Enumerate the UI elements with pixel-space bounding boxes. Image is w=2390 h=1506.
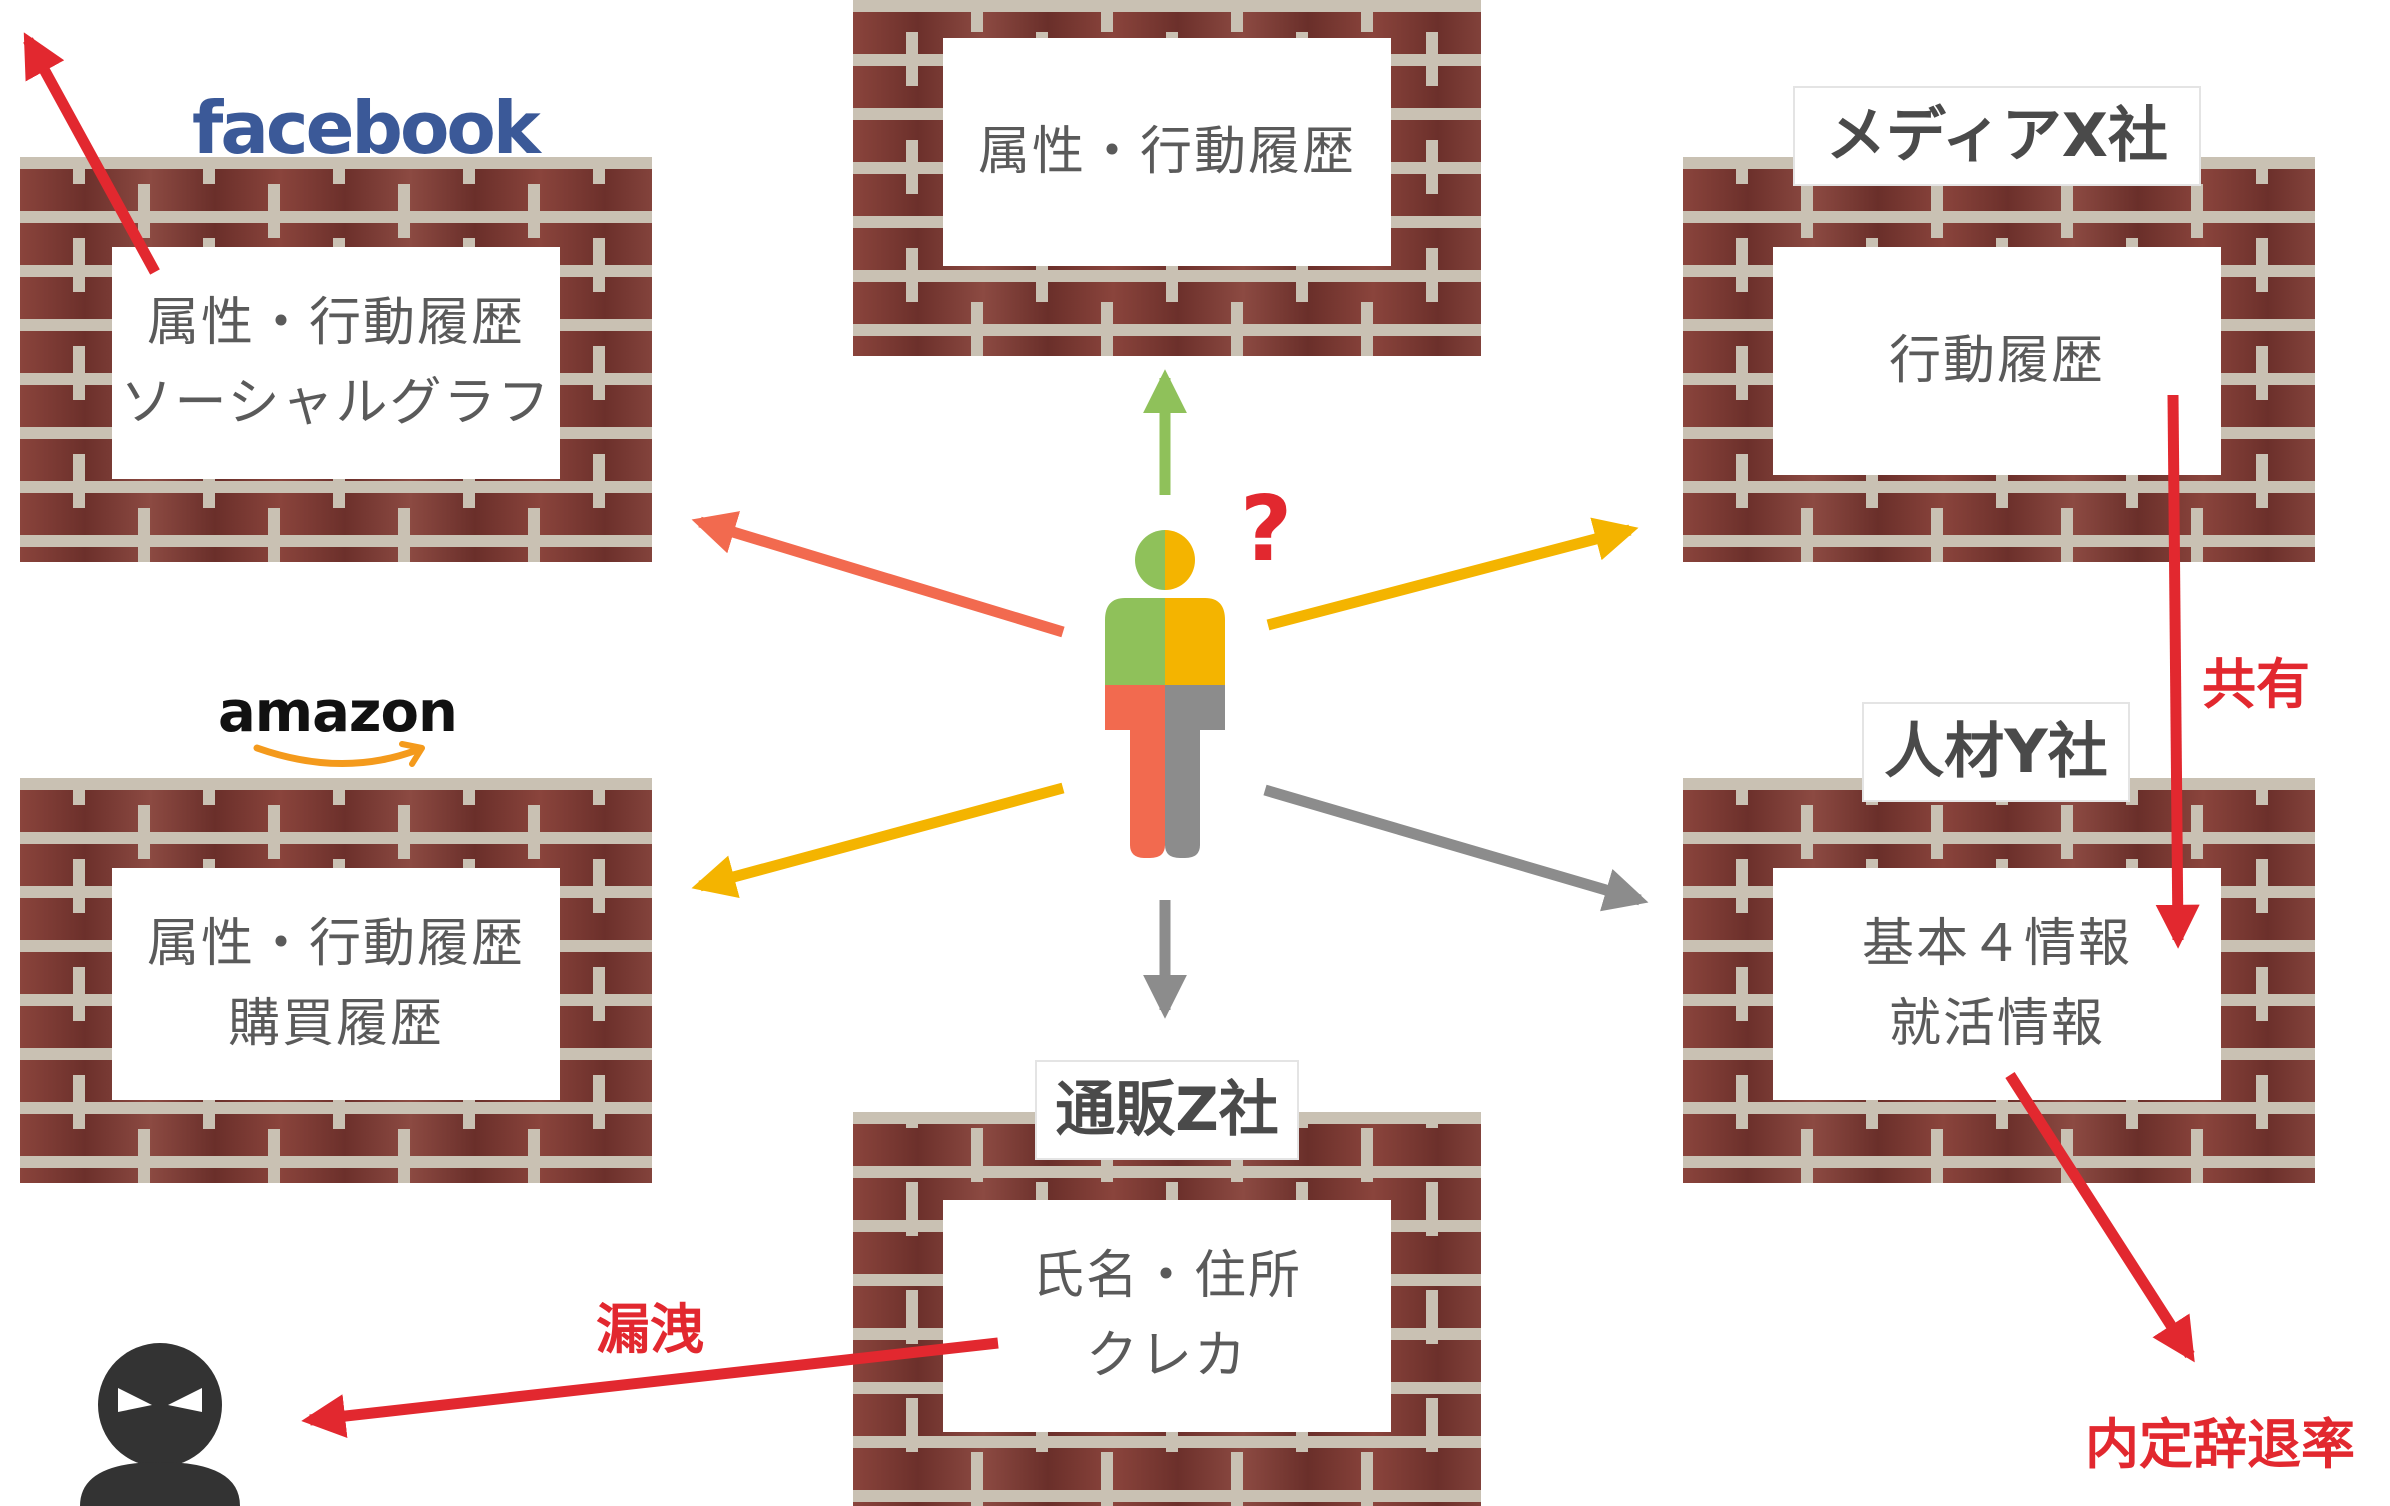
facebook-data-panel: 属性・行動履歴 ソーシャルグラフ <box>112 247 560 479</box>
top-data-panel: 属性・行動履歴 <box>943 38 1391 266</box>
tsuhan-data-panel: 氏名・住所 クレカ <box>943 1200 1391 1432</box>
facebook-data-line2: ソーシャルグラフ <box>120 373 552 433</box>
share-arrow <box>2155 394 2200 949</box>
facebook-logo: facebook <box>192 86 541 170</box>
amazon-data-line1: 属性・行動履歴 <box>146 914 525 974</box>
facebook-data-line1: 属性・行動履歴 <box>146 293 525 353</box>
arrow-to-amazon <box>691 782 1065 899</box>
top-data-wall: 属性・行動履歴 <box>853 0 1481 356</box>
facebook-export-arrow <box>23 32 160 275</box>
media-company-label: メディアX社 <box>1793 86 2201 186</box>
arrow-to-facebook <box>691 511 1065 638</box>
rejection-rate-arrow <box>2005 1072 2195 1363</box>
tsuhan-data-line1: 氏名・住所 <box>1031 1246 1302 1306</box>
media-data-line1: 行動履歴 <box>1888 331 2105 391</box>
person-icon <box>1105 530 1225 858</box>
tsuhan-data-wall: 氏名・住所 クレカ <box>853 1112 1481 1506</box>
media-data-panel: 行動履歴 <box>1773 247 2221 475</box>
amazon-data-line2: 購買履歴 <box>227 994 444 1054</box>
media-data-wall: 行動履歴 <box>1683 157 2315 562</box>
jinzai-data-line1: 基本４情報 <box>1861 914 2132 974</box>
amazon-data-panel: 属性・行動履歴 購買履歴 <box>112 868 560 1100</box>
share-annotation: 共有 <box>2202 653 2310 716</box>
arrow-to-jinzai <box>1263 784 1649 912</box>
amazon-data-wall: 属性・行動履歴 購買履歴 <box>20 778 652 1183</box>
amazon-logo-text: amazon <box>218 680 458 745</box>
jinzai-data-panel: 基本４情報 就活情報 <box>1773 868 2221 1100</box>
top-data-line1: 属性・行動履歴 <box>977 122 1356 182</box>
facebook-data-wall: 属性・行動履歴 ソーシャルグラフ <box>20 157 652 562</box>
arrow-to-media <box>1266 517 1639 631</box>
leak-annotation: 漏洩 <box>596 1298 704 1361</box>
tsuhan-company-label: 通販Z社 <box>1035 1060 1299 1160</box>
question-mark: ? <box>1240 477 1292 582</box>
amazon-logo: amazon <box>218 680 458 770</box>
rejection-rate-annotation: 内定辞退率 <box>2085 1413 2355 1476</box>
leak-arrow <box>301 1337 999 1438</box>
jinzai-data-line2: 就活情報 <box>1888 994 2105 1054</box>
jinzai-company-label: 人材Y社 <box>1862 702 2130 802</box>
jinzai-data-wall: 基本４情報 就活情報 <box>1683 778 2315 1183</box>
tsuhan-data-line2: クレカ <box>1085 1326 1248 1386</box>
hacker-icon <box>80 1343 240 1506</box>
